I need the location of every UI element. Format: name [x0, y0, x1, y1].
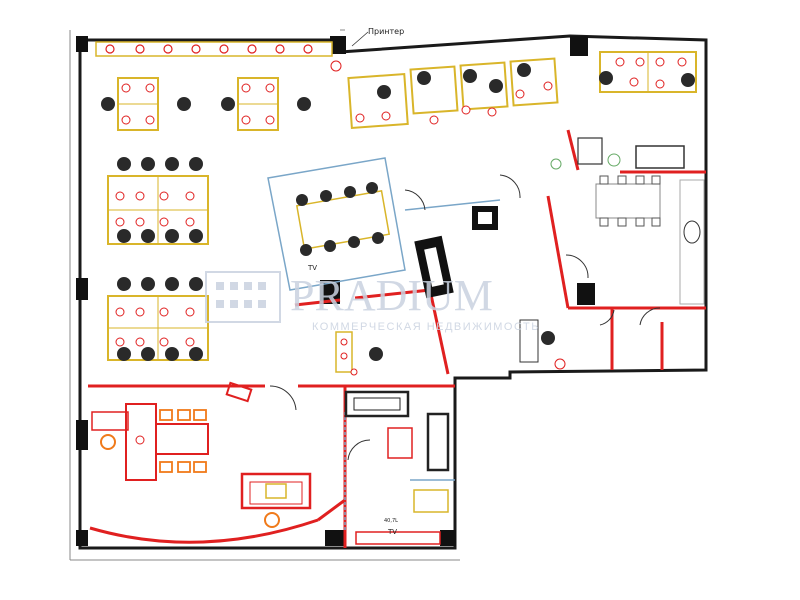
outer-walls — [69, 29, 708, 561]
facade-columns — [76, 36, 595, 546]
door-swings — [269, 174, 661, 461]
partitions — [88, 129, 706, 548]
lounge-sofa — [414, 235, 454, 299]
desk-block-lower — [107, 277, 209, 361]
room-code-label: 40,7L — [384, 518, 398, 524]
conference-room — [91, 403, 209, 481]
meeting-room-walls — [267, 157, 501, 530]
desk-block-upper — [107, 157, 209, 245]
watermark-brand: PRADIUM — [290, 271, 493, 320]
window-desk-row — [95, 41, 333, 57]
lounge-seating — [225, 381, 312, 528]
printer-label: Принтер — [368, 27, 404, 36]
workstation-cluster-a — [101, 77, 191, 131]
desk-group-northeast — [599, 51, 697, 93]
kitchen-area — [550, 137, 705, 305]
lounge-room: TV 40,7L — [344, 390, 450, 545]
meeting-tv-label: TV — [307, 264, 317, 272]
workstation-cluster-b — [221, 77, 311, 131]
lounge-tv-label: TV — [387, 528, 397, 536]
meeting-room: TV — [295, 182, 391, 272]
watermark: PRADIUM КОММЕРЧЕСКАЯ НЕДВИЖИМОСТЬ — [205, 271, 540, 333]
small-offices — [519, 319, 566, 370]
printer-callout: Принтер — [351, 27, 404, 47]
watermark-tagline: КОММЕРЧЕСКАЯ НЕДВИЖИМОСТЬ — [312, 321, 540, 333]
armchair — [472, 206, 498, 230]
desk-group-north — [330, 57, 559, 129]
phone-booth — [335, 331, 383, 376]
